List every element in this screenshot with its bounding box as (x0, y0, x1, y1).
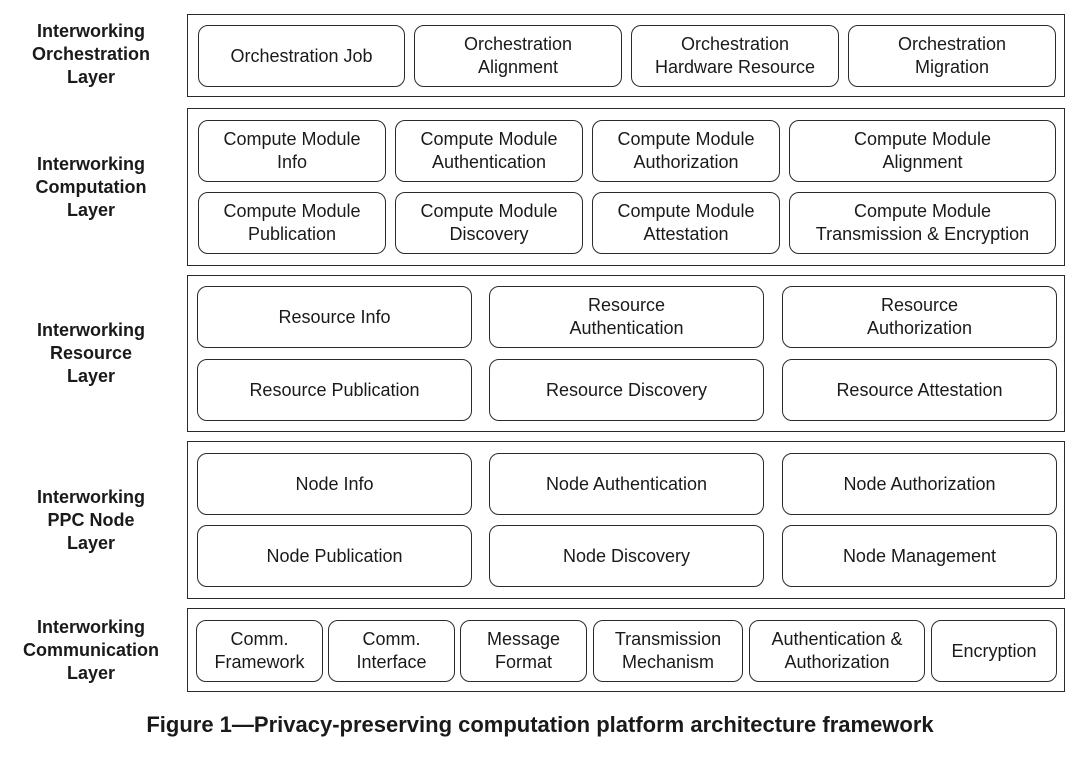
node-authentication-box: Node Authentication (489, 453, 764, 515)
resource-info-box: Resource Info (197, 286, 472, 348)
comm-interface-box: Comm.Interface (328, 620, 455, 682)
node-info-box: Node Info (197, 453, 472, 515)
comm-framework-box: Comm.Framework (196, 620, 323, 682)
node-management-box: Node Management (782, 525, 1057, 587)
figure-caption: Figure 1—Privacy-preserving computation … (146, 712, 934, 737)
resource-publication-box: Resource Publication (197, 359, 472, 421)
orchestration-job-box: Orchestration Job (198, 25, 405, 87)
node-layer-frame: Node Info Node Authentication Node Autho… (187, 441, 1065, 599)
encryption-box: Encryption (931, 620, 1057, 682)
resource-discovery-box: Resource Discovery (489, 359, 764, 421)
authentication-authorization-box: Authentication &Authorization (749, 620, 925, 682)
node-discovery-box: Node Discovery (489, 525, 764, 587)
resource-attestation-box: Resource Attestation (782, 359, 1057, 421)
node-publication-box: Node Publication (197, 525, 472, 587)
node-authorization-box: Node Authorization (782, 453, 1057, 515)
